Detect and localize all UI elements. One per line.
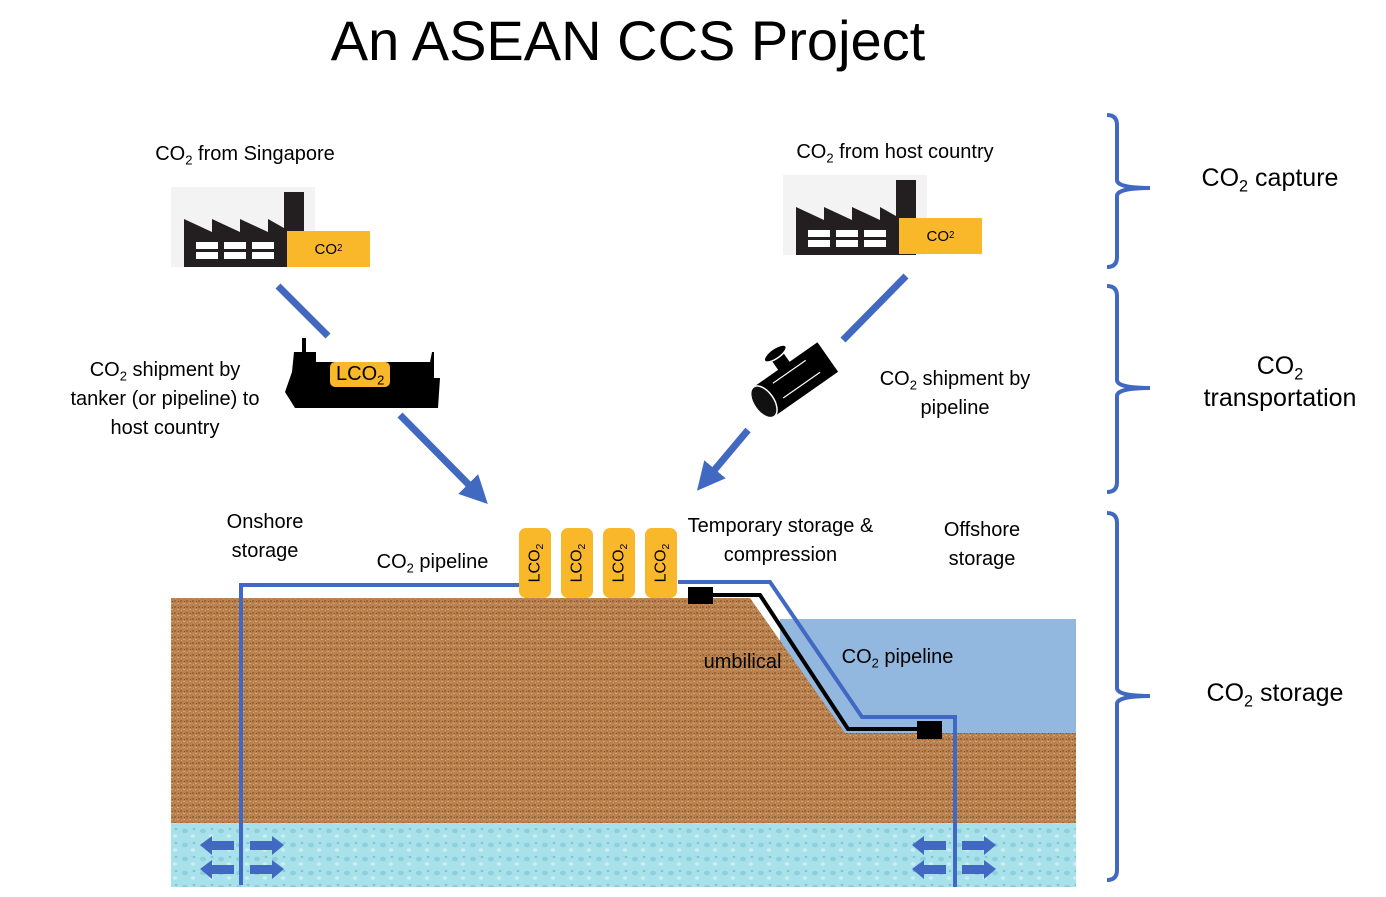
aquifer-layer <box>171 823 1076 887</box>
text: CO <box>376 551 407 573</box>
lco2-tank: LCO2 <box>603 528 635 598</box>
label-pipeline-shipment: CO2 shipment by pipeline <box>850 365 1060 423</box>
line2: storage <box>231 540 299 562</box>
subscript: 2 <box>185 152 193 168</box>
lco2-tank: LCO2 <box>519 528 551 598</box>
offshore-pipeline-line <box>678 580 957 887</box>
badge-text: CO <box>926 227 950 245</box>
lco2-badge-ship: LCO2 <box>330 362 391 388</box>
stage-label-storage: CO2 storage <box>1175 677 1375 711</box>
text: storage <box>1253 679 1344 707</box>
umbilical-terminal-onshore <box>688 587 713 604</box>
text: CO <box>1206 679 1245 707</box>
text: LCO <box>568 549 585 583</box>
text: pipeline <box>878 646 954 668</box>
line1: Onshore <box>226 511 304 533</box>
label-onshore-storage: Onshore storage <box>195 508 335 566</box>
subscript: 2 <box>871 655 879 671</box>
soil-layer <box>171 598 1076 825</box>
text: LCO <box>336 363 378 385</box>
line2: tanker (or pipeline) to <box>70 388 260 410</box>
subscript: 2 <box>826 150 834 166</box>
text: LCO <box>526 549 543 583</box>
injection-arrows-right <box>912 836 996 879</box>
subscript: 2 <box>618 543 630 550</box>
label-onshore-co2-pipeline: CO2 pipeline <box>365 548 500 577</box>
label-co2-from-host-country: CO2 from host country <box>760 138 1030 167</box>
text: CO <box>89 359 120 381</box>
umbilical-line <box>700 593 930 731</box>
subscript: 2 <box>576 543 588 550</box>
pipe-segment-icon <box>749 342 839 419</box>
subscript: 2 <box>377 372 385 388</box>
flow-arrow-ship-to-storage <box>397 412 488 504</box>
text: CO <box>155 143 186 165</box>
text: CO <box>1201 164 1240 192</box>
badge-text: CO <box>314 240 338 258</box>
brace-transportation <box>1106 284 1151 494</box>
brace-capture <box>1106 113 1151 269</box>
page-title: An ASEAN CCS Project <box>330 9 926 72</box>
subscript: 2 <box>660 543 672 550</box>
flow-arrow-pipeline-to-storage <box>696 427 751 491</box>
tank-label: LCO2 <box>652 543 672 583</box>
text: from Singapore <box>192 143 335 165</box>
subscript: 2 <box>1294 365 1304 384</box>
line2: pipeline <box>920 397 990 419</box>
text: CO <box>1256 352 1295 380</box>
line1: CO2 <box>1175 350 1385 384</box>
subscript: 2 <box>534 543 546 550</box>
line1: CO2 shipment by <box>40 356 290 385</box>
label-temporary-storage: Temporary storage & compression <box>668 512 893 570</box>
stage-label-transportation: CO2 transportation <box>1175 350 1385 414</box>
text: CO <box>841 646 872 668</box>
subscript: 2 <box>1244 692 1254 711</box>
line3: host country <box>110 417 220 439</box>
text: CO <box>796 141 827 163</box>
umbilical-terminal-subsea <box>917 721 942 739</box>
subscript: 2 <box>406 560 414 576</box>
line2: storage <box>948 548 1016 570</box>
lco2-tank: LCO2 <box>645 528 677 598</box>
line1: CO2 shipment by <box>850 365 1060 394</box>
label-umbilical: umbilical <box>703 651 782 673</box>
tank-label: LCO2 <box>568 543 588 583</box>
label-tanker-shipment: CO2 shipment by tanker (or pipeline) to … <box>40 356 290 443</box>
tank-label: LCO2 <box>526 543 546 583</box>
injection-arrows-left <box>200 836 284 879</box>
text: capture <box>1248 164 1339 192</box>
onshore-pipeline-line <box>239 583 520 885</box>
text: shipment by <box>126 359 241 381</box>
label-offshore-co2-pipeline: CO2 pipeline <box>830 643 965 672</box>
text: pipeline <box>413 551 489 573</box>
line2: compression <box>723 544 838 566</box>
text: CO <box>879 368 910 390</box>
text: LCO <box>652 549 669 583</box>
label-offshore-storage: Offshore storage <box>912 516 1052 574</box>
label-co2-from-singapore: CO2 from Singapore <box>120 140 370 169</box>
subscript: 2 <box>1239 177 1249 196</box>
flow-arrow-host-to-pipeline <box>840 273 909 343</box>
text: shipment by <box>916 368 1031 390</box>
subscript: 2 <box>119 368 127 384</box>
line2: transportation <box>1203 384 1357 412</box>
tank-label: LCO2 <box>610 543 630 583</box>
stage-label-capture: CO2 capture <box>1170 162 1370 196</box>
text: LCO <box>610 549 627 583</box>
text: from host country <box>833 141 994 163</box>
lco2-tank: LCO2 <box>561 528 593 598</box>
line1: Temporary storage & <box>687 515 874 537</box>
brace-storage <box>1106 511 1151 882</box>
line1: Offshore <box>943 519 1021 541</box>
flow-arrow-singapore-to-ship <box>275 283 331 339</box>
subscript: 2 <box>909 377 917 393</box>
